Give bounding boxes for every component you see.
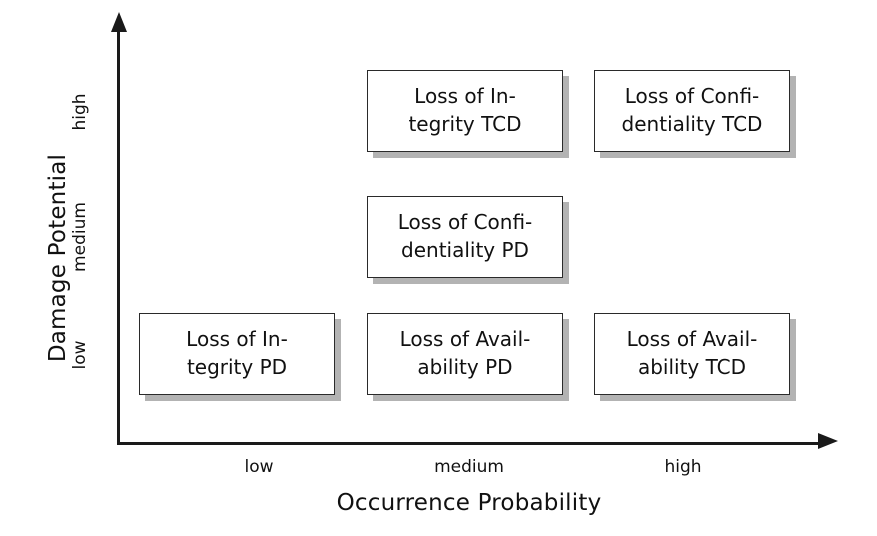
- y-axis-tick-low: low: [70, 340, 90, 370]
- y-axis-title: Damage Potential: [45, 153, 71, 363]
- x-axis-title: Occurrence Probability: [336, 490, 602, 516]
- risk-cell-integrity-tcd[interactable]: Loss of In- tegrity TCD: [367, 70, 563, 152]
- risk-cell-label: Loss of Avail- ability TCD: [626, 327, 758, 379]
- y-axis-tick-high: high: [70, 93, 90, 131]
- risk-cell-label: Loss of Confi- dentiality TCD: [621, 84, 763, 136]
- x-axis-tick-medium: medium: [434, 457, 504, 477]
- y-axis-arrow-icon: [111, 12, 127, 32]
- x-axis-tick-low: low: [244, 457, 274, 477]
- risk-cell-confidentiality-pd[interactable]: Loss of Confi- dentiality PD: [367, 196, 563, 278]
- risk-cell-label: Loss of Avail- ability PD: [399, 327, 531, 379]
- x-axis-line: [117, 442, 821, 445]
- x-axis-tick-high: high: [664, 457, 702, 477]
- y-axis-line: [117, 28, 120, 445]
- risk-cell-label: Loss of In- tegrity PD: [186, 327, 288, 379]
- y-axis-tick-medium: medium: [70, 202, 90, 272]
- risk-cell-availability-tcd[interactable]: Loss of Avail- ability TCD: [594, 313, 790, 395]
- x-axis-arrow-icon: [818, 433, 838, 449]
- risk-cell-integrity-pd[interactable]: Loss of In- tegrity PD: [139, 313, 335, 395]
- risk-cell-confidentiality-tcd[interactable]: Loss of Confi- dentiality TCD: [594, 70, 790, 152]
- risk-cell-availability-pd[interactable]: Loss of Avail- ability PD: [367, 313, 563, 395]
- risk-cell-label: Loss of Confi- dentiality PD: [397, 210, 533, 262]
- risk-cell-label: Loss of In- tegrity TCD: [408, 84, 522, 136]
